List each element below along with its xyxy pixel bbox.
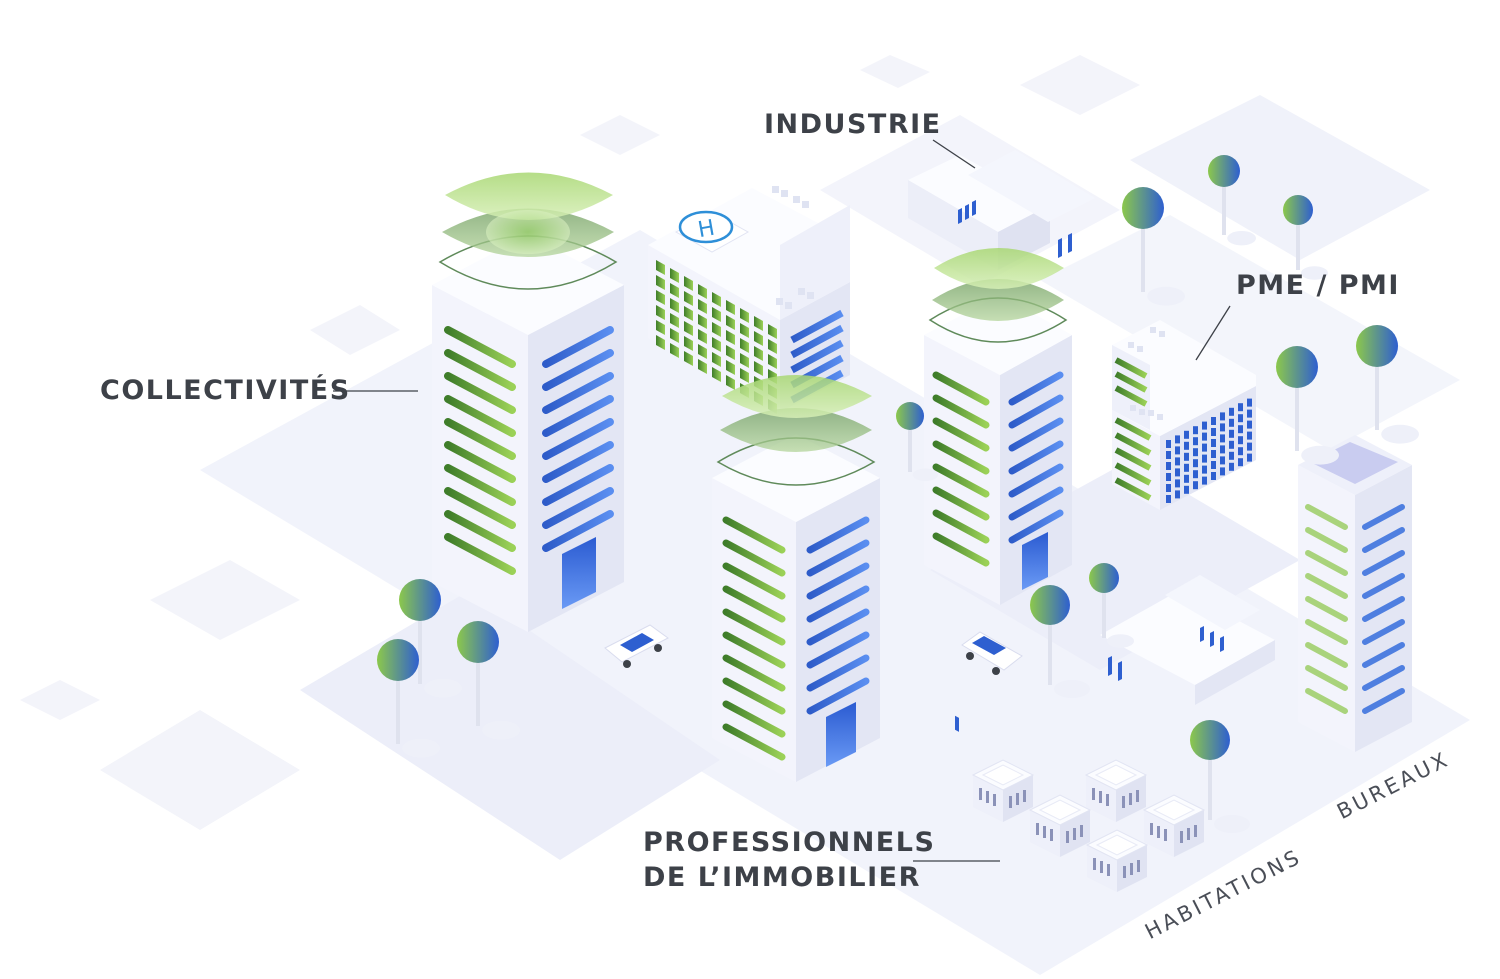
label-pme-pmi: PME / PMI (1236, 270, 1400, 301)
front-tower (712, 375, 880, 782)
car-left (604, 624, 669, 668)
leader-lines (333, 139, 1231, 862)
leader-line-industrie (932, 139, 976, 169)
helipad-letter: H (696, 216, 717, 243)
label-professionnels-line1: PROFESSIONNELS (643, 827, 936, 858)
industrie-building (908, 150, 1095, 732)
label-professionnels-line2: DE L’IMMOBILIER (643, 862, 921, 893)
trees (377, 155, 1419, 833)
leader-line-pme (1195, 305, 1231, 361)
right-tower (924, 248, 1072, 605)
bureaux-tower (1298, 435, 1412, 752)
hospital-building: H (648, 186, 850, 414)
collectivites-tower (432, 172, 624, 632)
label-industrie: INDUSTRIE (764, 109, 942, 140)
habitations-houses (971, 759, 1206, 892)
pme-pmi-building (1112, 320, 1256, 510)
car-right (961, 631, 1023, 675)
low-building (1100, 575, 1275, 705)
label-collectivites: COLLECTIVITÉS (100, 375, 351, 406)
